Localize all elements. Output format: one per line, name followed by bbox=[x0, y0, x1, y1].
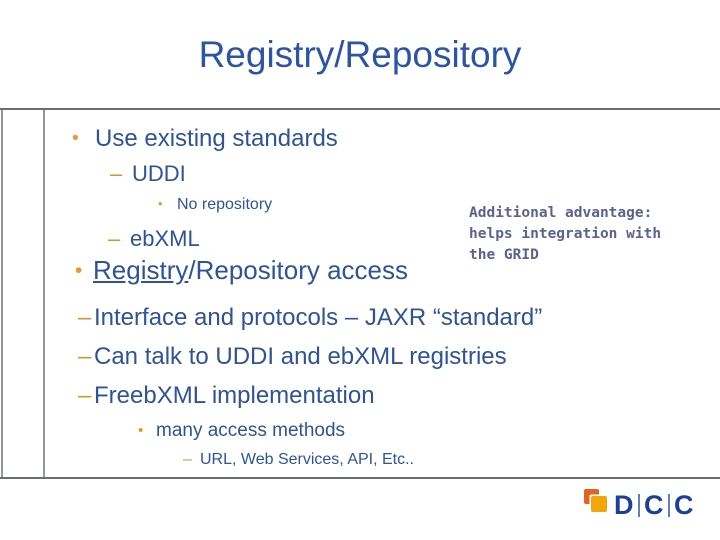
bullet-text: /Repository access bbox=[188, 255, 409, 285]
bullet-dot-icon: • bbox=[158, 195, 163, 211]
bullet-text: URL, Web Services, API, Etc.. bbox=[200, 451, 414, 468]
bottom-divider-line bbox=[0, 477, 720, 479]
bullet-text: ebXML bbox=[130, 226, 200, 251]
bullet-dot-icon: • bbox=[75, 259, 83, 283]
bullet-item-ebxml: –ebXML bbox=[108, 226, 200, 251]
dcc-logo: D C C bbox=[584, 488, 714, 524]
side-note-line: helps integration with bbox=[469, 226, 662, 242]
dcc-logo-text: D C C bbox=[614, 490, 694, 521]
bullet-item-url-web-services: –URL, Web Services, API, Etc.. bbox=[183, 451, 414, 469]
dcc-squares-icon bbox=[584, 489, 610, 515]
side-note-line: the GRID bbox=[469, 247, 539, 263]
bullet-dash-icon: – bbox=[183, 451, 192, 468]
logo-separator bbox=[668, 494, 670, 517]
bullet-item-use-existing-standards: • Use existing standards bbox=[72, 125, 338, 152]
logo-letter: D bbox=[614, 490, 634, 520]
bullet-item-can-talk-to-registries: –Can talk to UDDI and ebXML registries bbox=[78, 343, 507, 370]
left-edge-line bbox=[1, 110, 3, 477]
bullet-text: No repository bbox=[177, 196, 273, 213]
bullet-item-many-access-methods: • many access methods bbox=[138, 420, 346, 442]
bullet-text: Use existing standards bbox=[95, 125, 338, 152]
bullet-item-freebxml-implementation: –FreebXML implementation bbox=[78, 382, 375, 409]
logo-separator bbox=[638, 494, 640, 517]
bullet-item-no-repository: • No repository bbox=[158, 196, 272, 214]
bullet-dot-icon: • bbox=[72, 128, 79, 150]
bullet-text-underlined: Registry bbox=[93, 255, 189, 285]
bullet-text: many access methods bbox=[156, 420, 346, 441]
bullet-text: FreebXML implementation bbox=[94, 382, 375, 409]
bullet-item-interface-and-protocols: –Interface and protocols – JAXR “standar… bbox=[78, 304, 543, 331]
top-divider-line bbox=[0, 108, 720, 110]
slide-title: Registry/Repository bbox=[198, 34, 522, 75]
logo-letter: C bbox=[644, 490, 664, 520]
bullet-item-registry-repository-access: • Registry/Repository access bbox=[75, 256, 408, 285]
bullet-text: UDDI bbox=[132, 161, 186, 186]
bullet-dot-icon: • bbox=[138, 421, 144, 439]
logo-front-square bbox=[591, 496, 607, 512]
bullet-dash-icon: – bbox=[78, 304, 92, 331]
logo-letter: C bbox=[674, 490, 694, 520]
bullet-text: Can talk to UDDI and ebXML registries bbox=[94, 343, 507, 370]
bullet-dash-icon: – bbox=[110, 161, 123, 186]
bullet-dash-icon: – bbox=[78, 382, 92, 409]
left-margin-line bbox=[43, 110, 45, 477]
side-note-additional-advantage: Additional advantage: helps integration … bbox=[469, 203, 661, 266]
bullet-dash-icon: – bbox=[78, 343, 92, 370]
side-note-line: Additional advantage: bbox=[469, 205, 653, 221]
bullet-item-uddi: –UDDI bbox=[110, 161, 186, 186]
bullet-text: Interface and protocols – JAXR “standard… bbox=[94, 304, 543, 331]
bullet-dash-icon: – bbox=[108, 226, 121, 251]
